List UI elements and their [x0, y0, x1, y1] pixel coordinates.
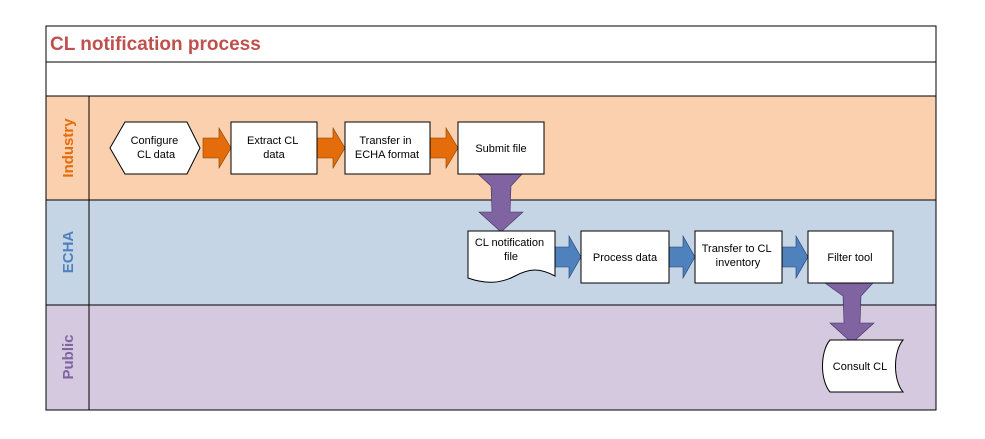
- node-configure-cl-data: Configure CL data: [109, 121, 201, 175]
- node-extract-line-1: Extract CL: [247, 135, 298, 147]
- node-consult-line-1: Consult CL: [833, 361, 887, 373]
- diagram-title: CL notification process: [50, 34, 261, 55]
- connector-arrow-filter-to-consult: [824, 282, 875, 344]
- node-transfer-cl-inventory: Transfer to CL inventory: [694, 230, 783, 284]
- node-process-data: Process data: [580, 230, 670, 284]
- node-transfer-inventory-label: Transfer to CL inventory: [702, 243, 775, 269]
- node-process-data-label: Process data: [593, 252, 658, 264]
- node-cl-notification-file: CL notification file: [467, 230, 556, 283]
- flow-arrow-file-process: [554, 234, 582, 280]
- node-consult-label: Consult CL: [833, 361, 887, 373]
- node-transfer-echa-format: Transfer in ECHA format: [344, 121, 431, 175]
- node-filter-tool: Filter tool: [807, 230, 894, 284]
- node-extract-cl-data: Extract CL data: [230, 121, 318, 175]
- node-filter-tool-line-1: Filter tool: [827, 252, 872, 264]
- node-submit-label: Submit file: [475, 143, 526, 155]
- node-extract-label: Extract CL data: [247, 135, 301, 161]
- node-notification-file-label: CL notification file: [475, 237, 547, 263]
- connector-arrow-submit-to-file: [476, 172, 524, 233]
- flow-arrow-configure-extract: [202, 126, 232, 170]
- lane-public: [45, 304, 937, 411]
- node-configure-label: Configure CL data: [131, 135, 182, 161]
- node-transfer-inventory-line-1: Transfer to CL: [702, 243, 772, 255]
- node-extract-line-2: data: [263, 149, 285, 161]
- node-consult-cl: Consult CL: [822, 339, 905, 393]
- node-notification-file-line-2: file: [504, 251, 518, 263]
- node-transfer-inventory-line-2: inventory: [716, 257, 761, 269]
- flow-arrow-process-transfer: [668, 234, 696, 280]
- node-submit-line-1: Submit file: [475, 143, 526, 155]
- node-configure-line-2: CL data: [137, 149, 176, 161]
- node-transfer-echa-line-1: Transfer in: [359, 135, 411, 147]
- node-transfer-echa-line-2: ECHA format: [355, 149, 419, 161]
- node-configure-line-1: Configure: [131, 135, 179, 147]
- flow-arrow-transfer-filter: [781, 234, 809, 280]
- lane-label-public: Public: [60, 334, 77, 379]
- node-process-data-line-1: Process data: [593, 252, 658, 264]
- flow-arrow-transfer-submit: [429, 126, 459, 170]
- node-transfer-echa-label: Transfer in ECHA format: [355, 135, 419, 161]
- flow-arrow-extract-transfer: [316, 126, 346, 170]
- lane-label-echa: ECHA: [60, 231, 77, 274]
- lane-label-industry: Industry: [60, 118, 77, 178]
- node-submit-file: Submit file: [457, 121, 545, 175]
- node-notification-file-line-1: CL notification: [475, 237, 544, 249]
- node-filter-tool-label: Filter tool: [827, 252, 872, 264]
